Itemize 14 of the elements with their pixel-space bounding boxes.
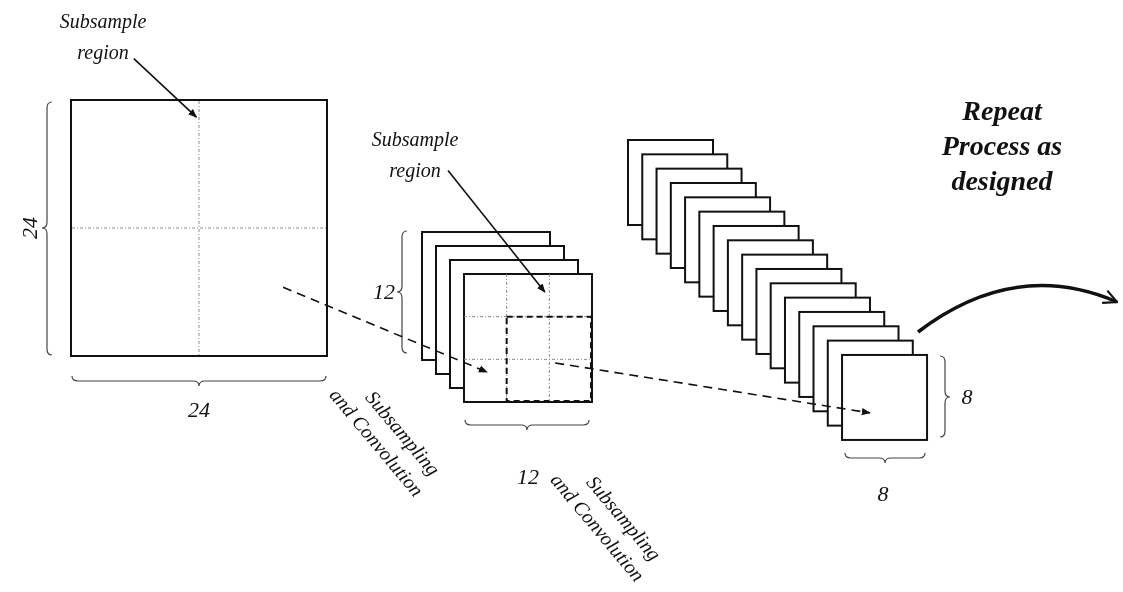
leader-arrow [447,169,546,293]
dashed-arrow [282,286,488,373]
feature-map-stack-drawing [627,139,928,441]
dimension-label: 8 [960,384,974,410]
leader-arrow [133,57,198,118]
dimension-label: 12 [372,279,396,305]
dimension-label: 12 [516,464,540,490]
dimension-label: 8 [876,481,890,507]
callout-text: Subsample region [360,124,470,186]
note-text: Repeat Process as designed [940,93,1064,198]
dimension-label: 24 [187,397,211,423]
callout-text: Subsample region [48,6,158,68]
dimension-label: 24 [17,216,43,241]
dashed-arrow [554,362,871,416]
